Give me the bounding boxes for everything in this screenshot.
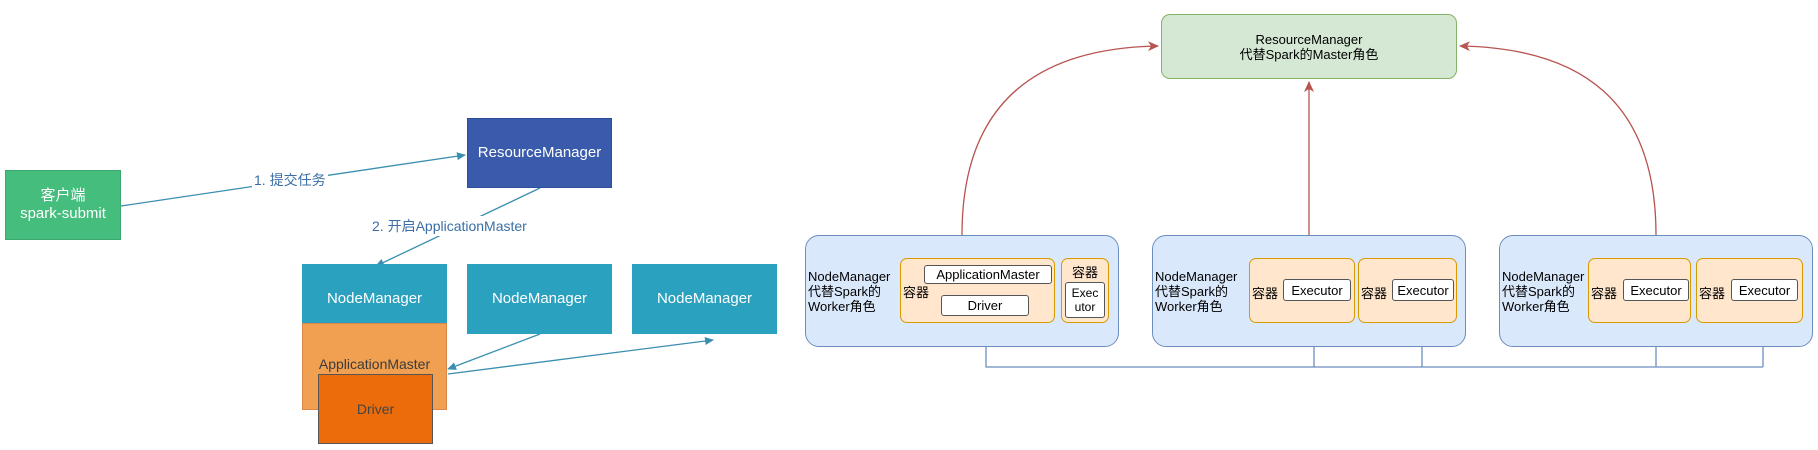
node-manager-group-2[interactable]: NodeManager 代替Spark的 Worker角色 容器 Executo… (1152, 235, 1466, 347)
node-manager-2[interactable]: NodeManager (467, 264, 612, 334)
client-label: 客户端 (40, 187, 86, 204)
node-manager-3[interactable]: NodeManager (632, 264, 777, 334)
container-executor[interactable]: 容器 Executor (1588, 258, 1691, 323)
edge-label-start-am: 2. 开启ApplicationMaster (370, 216, 529, 236)
resource-manager-master-node[interactable]: ResourceManager 代替Spark的Master角色 (1161, 14, 1457, 79)
node-manager-group-3[interactable]: NodeManager 代替Spark的 Worker角色 容器 Executo… (1499, 235, 1813, 347)
node-manager-1[interactable]: NodeManager (302, 264, 447, 334)
nm-line1: NodeManager (808, 269, 891, 284)
container-executor[interactable]: 容器 Executor (1249, 258, 1355, 323)
container-label: 容器 (1361, 286, 1388, 301)
container-label: 容器 (1699, 286, 1726, 301)
executor-small-line2: utor (1074, 300, 1096, 314)
executor-small-line1: Exec (1071, 286, 1099, 300)
client-node[interactable]: 客户端 spark-submit (5, 170, 121, 240)
edge-label-submit: 1. 提交任务 (252, 170, 328, 190)
client-sublabel: spark-submit (20, 205, 106, 222)
executor-box[interactable]: Executor (1623, 279, 1689, 301)
container-label: 容器 (903, 285, 930, 300)
container-executor-small[interactable]: 容器 Exec utor (1061, 258, 1109, 323)
nm-line1: NodeManager (1155, 269, 1238, 284)
executor-small-box[interactable]: Exec utor (1065, 282, 1105, 318)
node-manager-group-label: NodeManager 代替Spark的 Worker角色 (1502, 269, 1584, 314)
node-manager-group-1[interactable]: NodeManager 代替Spark的 Worker角色 容器 Applica… (805, 235, 1119, 347)
resource-manager-label: ResourceManager (477, 144, 602, 161)
nm-line3: Worker角色 (1502, 299, 1570, 314)
nm-line2: 代替Spark的 (808, 284, 881, 299)
container-executor[interactable]: 容器 Executor (1696, 258, 1803, 323)
nm-line3: Worker角色 (808, 299, 876, 314)
node-manager-label: NodeManager (326, 290, 423, 307)
nm-line1: NodeManager (1502, 269, 1585, 284)
driver-box[interactable]: Driver (941, 295, 1029, 316)
node-manager-group-label: NodeManager 代替Spark的 Worker角色 (808, 269, 890, 314)
driver-node[interactable]: Driver (318, 374, 433, 444)
edge-nm-to-am (447, 333, 541, 370)
node-manager-label: NodeManager (491, 290, 588, 307)
container-am[interactable]: 容器 ApplicationMaster Driver (900, 258, 1055, 323)
executor-box[interactable]: Executor (1283, 279, 1351, 301)
container-label: 容器 (1591, 286, 1618, 301)
nm-line2: 代替Spark的 (1502, 284, 1575, 299)
resource-manager-node[interactable]: ResourceManager (467, 118, 612, 188)
application-master-label: ApplicationMaster (318, 356, 431, 372)
container-executor[interactable]: 容器 Executor (1358, 258, 1457, 323)
executor-box[interactable]: Executor (1731, 279, 1798, 301)
rm-right-label: ResourceManager (1255, 31, 1363, 47)
edge-nm1-to-rm (961, 41, 1159, 236)
driver-label: Driver (356, 401, 395, 417)
edge-am-to-nm (447, 337, 714, 375)
application-master-box[interactable]: ApplicationMaster (924, 265, 1052, 284)
edge-nm3-to-rm (1459, 41, 1657, 236)
container-label: 容器 (1252, 286, 1279, 301)
executor-box[interactable]: Executor (1392, 279, 1454, 301)
node-manager-label: NodeManager (656, 290, 753, 307)
node-manager-group-label: NodeManager 代替Spark的 Worker角色 (1155, 269, 1237, 314)
container-label: 容器 (1072, 265, 1099, 280)
nm-line2: 代替Spark的 (1155, 284, 1228, 299)
nm-line3: Worker角色 (1155, 299, 1223, 314)
rm-right-sublabel: 代替Spark的Master角色 (1239, 46, 1379, 62)
